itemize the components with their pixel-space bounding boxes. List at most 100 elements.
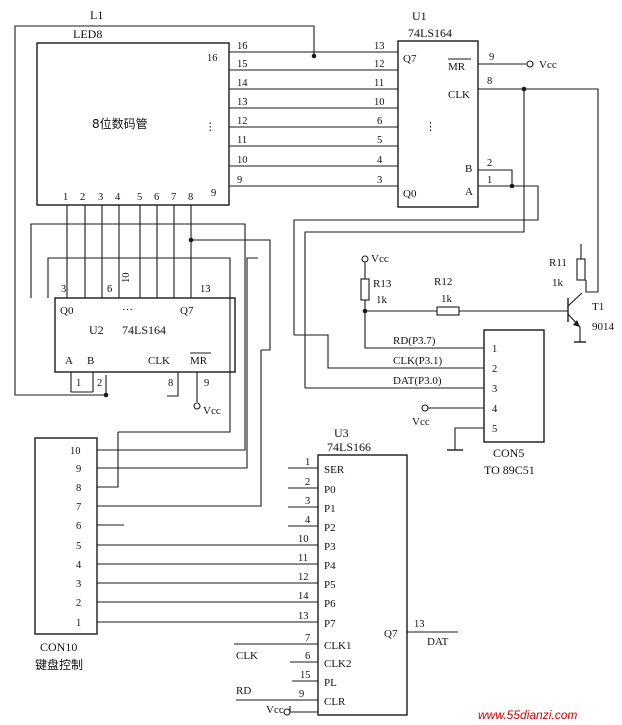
u3-pin-13: 13 — [298, 611, 309, 622]
con5: 1 2 3 4 5 RD(P3.7) CLK(P3.1) DAT(P3.0) V… — [294, 311, 545, 477]
u2-label-q7: Q7 — [180, 305, 194, 317]
t1-part: 9014 — [592, 321, 615, 333]
led-center-label: 8位数码管 — [92, 116, 148, 131]
u1-label-clk: CLK — [448, 89, 470, 101]
led-name: LED8 — [73, 27, 102, 41]
led-u1-bus: 16 15 14 13 12 11 10 9 13 12 11 10 6 5 4… — [14, 25, 398, 398]
u3-ref: U3 — [334, 426, 349, 440]
u1-pin-5: 5 — [377, 135, 382, 146]
u3-label-p3: P3 — [324, 541, 336, 553]
u1-pin-11: 11 — [374, 78, 384, 89]
con10-pin-4: 4 — [76, 560, 82, 571]
con10-pin-5: 5 — [76, 541, 81, 552]
u2-vcc: Vcc — [203, 405, 221, 417]
u2-dots: … — [122, 301, 133, 313]
u1-label-b: B — [465, 163, 472, 175]
r11 — [576, 258, 586, 281]
u2-pin-9: 9 — [204, 378, 209, 389]
led-dots: ⋮ — [205, 122, 216, 133]
con10-pin-6: 6 — [76, 521, 81, 532]
con5-ref: CON5 — [493, 446, 524, 460]
u3-net-dat: DAT — [427, 636, 449, 648]
u1-ref: U1 — [412, 9, 427, 23]
con10-pin-9: 9 — [76, 464, 81, 475]
r12 — [436, 306, 460, 316]
u2-label-mr: MR — [190, 355, 208, 367]
con5-body — [483, 329, 545, 443]
u2-chip: 3 6 10 13 Q0 … Q7 U2 74LS164 A B CLK MR … — [54, 273, 236, 417]
u3-pin-15: 15 — [300, 670, 311, 681]
u2-body — [54, 297, 236, 373]
u1-pin-2: 2 — [487, 158, 492, 169]
u1-label-mr: MR — [448, 61, 466, 73]
u3-label-p0: P0 — [324, 484, 336, 496]
led-pin-12: 12 — [237, 116, 248, 127]
con10-pin-3: 3 — [76, 579, 81, 590]
con5-pin-3: 3 — [492, 384, 497, 395]
u1-chip: U1 74LS164 Q7 ⋮ Q0 MR CLK B A 9 Vcc 8 2 … — [293, 9, 599, 388]
con5-vcc: Vcc — [412, 416, 430, 428]
led-bpin-3: 3 — [98, 192, 103, 203]
led-inner-pin9: 9 — [211, 188, 216, 199]
con10-pin-10: 10 — [70, 446, 81, 457]
con5-sig-clk: CLK(P3.1) — [393, 355, 443, 367]
u3-label-p6: P6 — [324, 598, 336, 610]
u3-chip: U3 74LS166 1 2 3 4 10 11 12 14 13 7 6 15… — [234, 426, 458, 716]
u1-label-q0: Q0 — [403, 188, 417, 200]
u3-net-rd: RD — [236, 685, 251, 697]
u3-label-p1: P1 — [324, 503, 336, 515]
led-inner-pin16: 16 — [207, 53, 218, 64]
con5-sig-dat: DAT(P3.0) — [393, 375, 442, 387]
u3-label-ser: SER — [324, 464, 345, 476]
led-pin-11: 11 — [237, 135, 247, 146]
u3-pin-2: 2 — [305, 477, 310, 488]
r12-value: 1k — [441, 293, 453, 305]
u3-label-p7: P7 — [324, 618, 336, 630]
led-body — [36, 42, 230, 206]
con10-pin-1: 1 — [76, 618, 81, 629]
led-bpin-4: 4 — [115, 192, 121, 203]
r11-value: 1k — [552, 277, 564, 289]
u1-pin-12: 12 — [374, 59, 385, 70]
led-pin-15: 15 — [237, 59, 248, 70]
u2-pin-13: 13 — [200, 284, 211, 295]
u3-pin-9: 9 — [299, 689, 304, 700]
con5-pin-4: 4 — [492, 404, 498, 415]
con10-note: 键盘控制 — [35, 657, 83, 672]
u3-label-clk1: CLK1 — [324, 640, 352, 652]
led-bpin-7: 7 — [171, 192, 176, 203]
con5-pin-2: 2 — [492, 364, 497, 375]
r11-ref: R11 — [549, 257, 567, 269]
watermark: www.55dianzi.com — [478, 708, 577, 722]
u3-pin-10: 10 — [298, 534, 309, 545]
con10-ref: CON10 — [40, 640, 77, 654]
u3-label-pl: PL — [324, 677, 337, 689]
u3-label-p4: P4 — [324, 560, 336, 572]
r12-ref: R12 — [434, 276, 452, 288]
led-u2-wires — [30, 205, 271, 451]
u3-pin-13-out: 13 — [414, 619, 425, 630]
led-ref: L1 — [90, 8, 103, 22]
u3-body — [317, 454, 408, 716]
u1-dots: ⋮ — [425, 121, 436, 133]
u1-label-a: A — [465, 186, 473, 198]
u3-label-p2: P2 — [324, 522, 336, 534]
u3-part: 74LS166 — [327, 440, 371, 454]
u3-pin-7: 7 — [305, 633, 310, 644]
r13-value: 1k — [376, 294, 388, 306]
led-pin-13: 13 — [237, 97, 248, 108]
u3-vcc: Vcc — [266, 704, 284, 716]
u2-label-b: B — [87, 355, 94, 367]
led-bpin-8: 8 — [188, 192, 193, 203]
led-bpin-6: 6 — [154, 192, 159, 203]
u1-vcc: Vcc — [539, 59, 557, 71]
led-bpin-1: 1 — [63, 192, 68, 203]
u2-part: 74LS164 — [122, 323, 166, 337]
led-pin-16: 16 — [237, 41, 248, 52]
led-pin-14: 14 — [237, 78, 248, 89]
driver-section: R11 1k T1 9014 R12 1k Vcc R13 1k — [360, 244, 615, 343]
u2-label-clk: CLK — [148, 355, 170, 367]
u3-pin-4: 4 — [305, 515, 311, 526]
u1-body — [397, 40, 479, 208]
